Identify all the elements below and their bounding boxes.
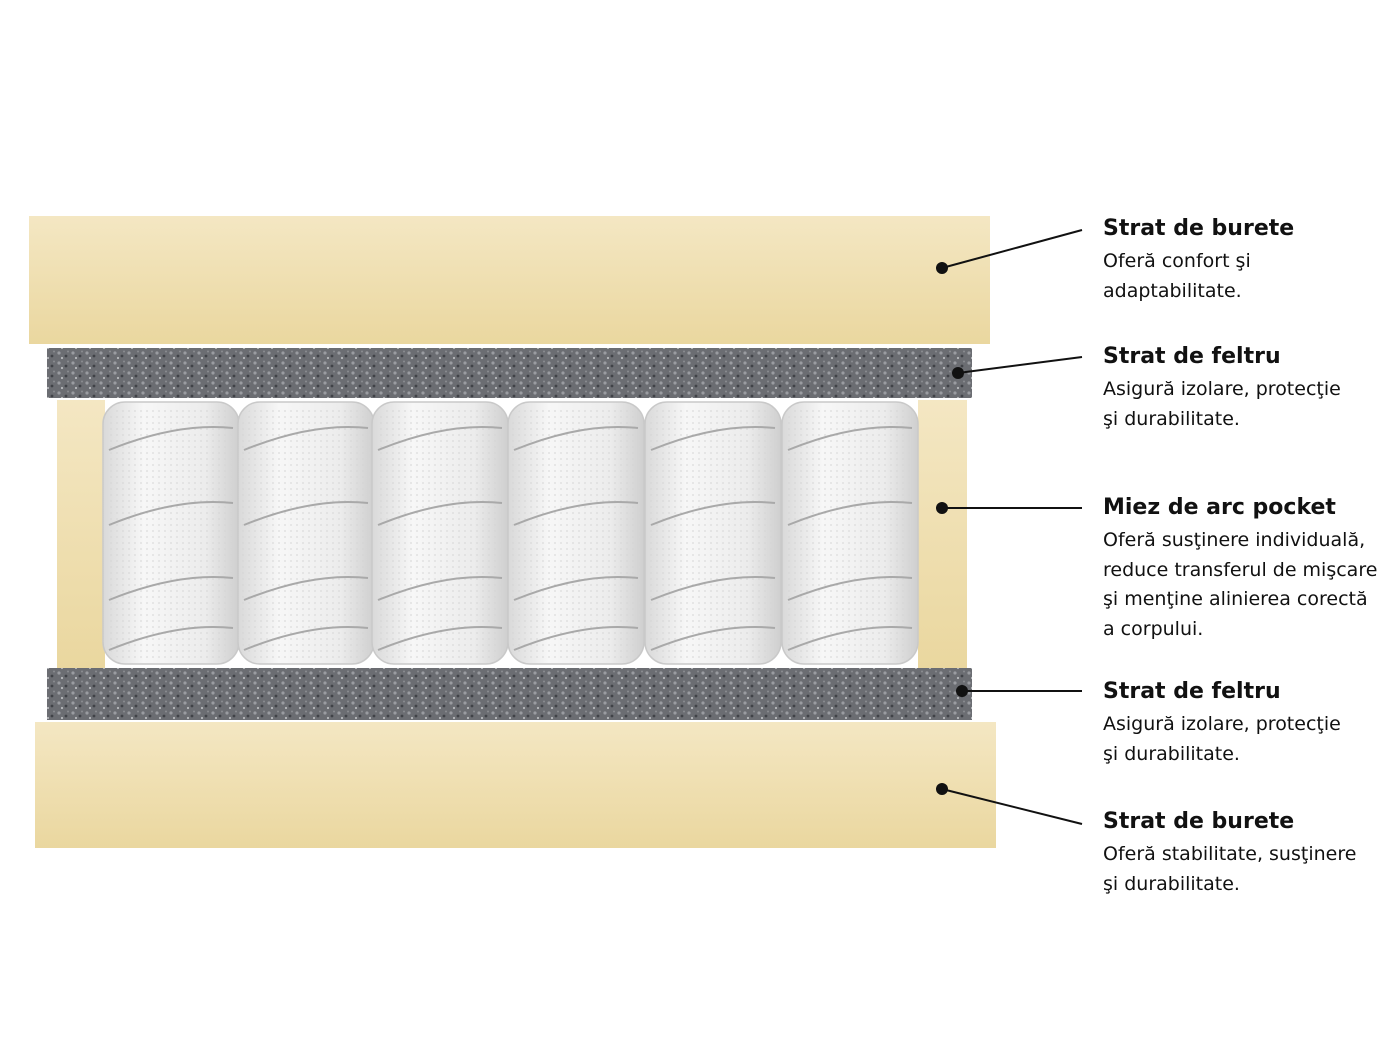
layer-description: Oferă susţinere individuală, reduce tran… [1103,529,1378,640]
layer-title: Strat de feltru [1103,344,1281,369]
pocket-spring-core [102,401,919,665]
layer-title: Miez de arc pocket [1103,495,1336,520]
foam-side-frame-left [57,400,105,668]
leader-dot [952,367,964,379]
leader-dot [956,685,968,697]
layer-description: Asigură izolare, protecţie şi durabilita… [1103,713,1341,765]
pocket-spring [102,401,240,665]
layer-description: Asigură izolare, protecţie şi durabilita… [1103,378,1341,430]
leader-line [957,356,1083,374]
layer-title: Strat de feltru [1103,679,1281,704]
layer-description: Oferă stabilitate, susţinere şi durabili… [1103,843,1357,895]
label-spring-core: Miez de arc pocket Oferă susţinere indiv… [1103,494,1377,644]
pocket-spring [237,401,375,665]
leader-dot [936,502,948,514]
leader-dot [936,783,948,795]
label-bottom-foam: Strat de burete Oferă stabilitate, susţi… [1103,808,1356,899]
top-felt-layer [47,348,972,398]
foam-side-frame-right [918,400,967,668]
layer-title: Strat de burete [1103,216,1295,241]
label-top-felt: Strat de feltru Asigură izolare, protecţ… [1103,343,1341,434]
leader-line [941,229,1083,269]
leader-lines [936,229,1083,825]
top-foam-layer [29,216,990,344]
label-bottom-felt: Strat de feltru Asigură izolare, protecţ… [1103,678,1341,769]
leader-dot [936,262,948,274]
pocket-spring [644,401,782,665]
bottom-felt-layer [47,668,972,720]
leader-line [941,788,1083,825]
pocket-spring [781,401,919,665]
layer-title: Strat de burete [1103,809,1295,834]
bottom-foam-layer [35,722,996,848]
label-top-foam: Strat de burete Oferă confort şi adaptab… [1103,215,1294,306]
pocket-spring [371,401,509,665]
layer-description: Oferă confort şi adaptabilitate. [1103,250,1251,302]
pocket-spring [507,401,645,665]
